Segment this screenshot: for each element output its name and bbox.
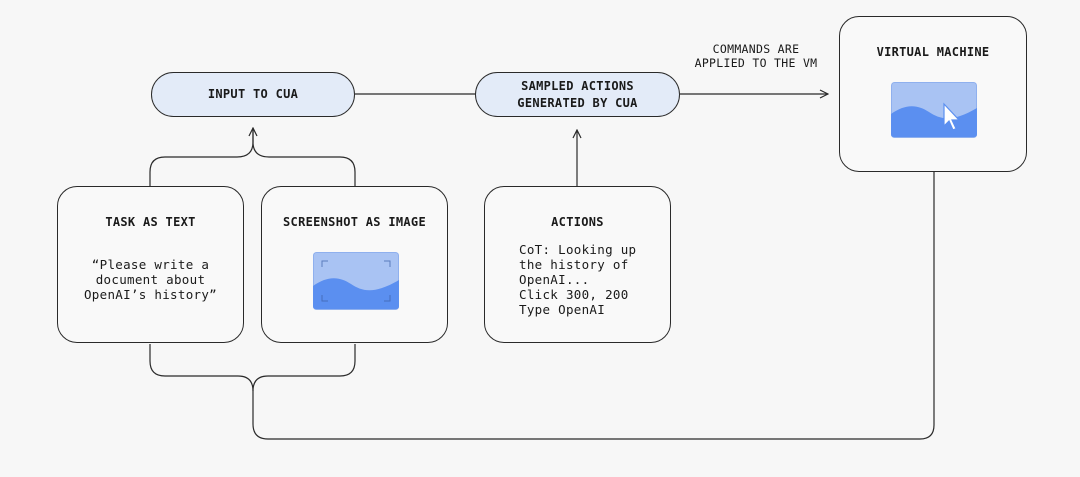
actions-title: ACTIONS [551,215,604,229]
image-icon [313,252,399,310]
edge-task-to-input [149,130,254,186]
commands-applied-label: COMMANDS ARE APPLIED TO THE VM [694,42,818,70]
virtual-machine-node: VIRTUAL MACHINE [839,16,1027,172]
actions-node: ACTIONS CoT: Looking up the history of O… [484,186,671,343]
sampled-actions-node: SAMPLED ACTIONS GENERATED BY CUA [475,72,680,117]
screenshot-as-image-title: SCREENSHOT AS IMAGE [283,215,426,229]
edge-vm-feedback [252,172,935,440]
cursor-icon [943,102,961,131]
virtual-machine-title: VIRTUAL MACHINE [876,45,990,59]
task-as-text-body: “Please write a document about OpenAI’s … [83,257,218,302]
screenshot-as-image-node: SCREENSHOT AS IMAGE [261,186,448,343]
input-to-cua-node: INPUT TO CUA [151,72,355,117]
edge-screenshot-to-input [252,141,356,186]
edge-feedback-to-task [149,344,254,392]
task-as-text-title: TASK AS TEXT [105,215,196,229]
input-to-cua-label: INPUT TO CUA [207,87,299,101]
sampled-actions-label: SAMPLED ACTIONS GENERATED BY CUA [517,78,638,110]
image-icon [891,82,977,138]
task-as-text-node: TASK AS TEXT “Please write a document ab… [57,186,244,343]
edge-feedback-to-screenshot [252,344,356,392]
actions-body: CoT: Looking up the history of OpenAI...… [519,242,637,317]
